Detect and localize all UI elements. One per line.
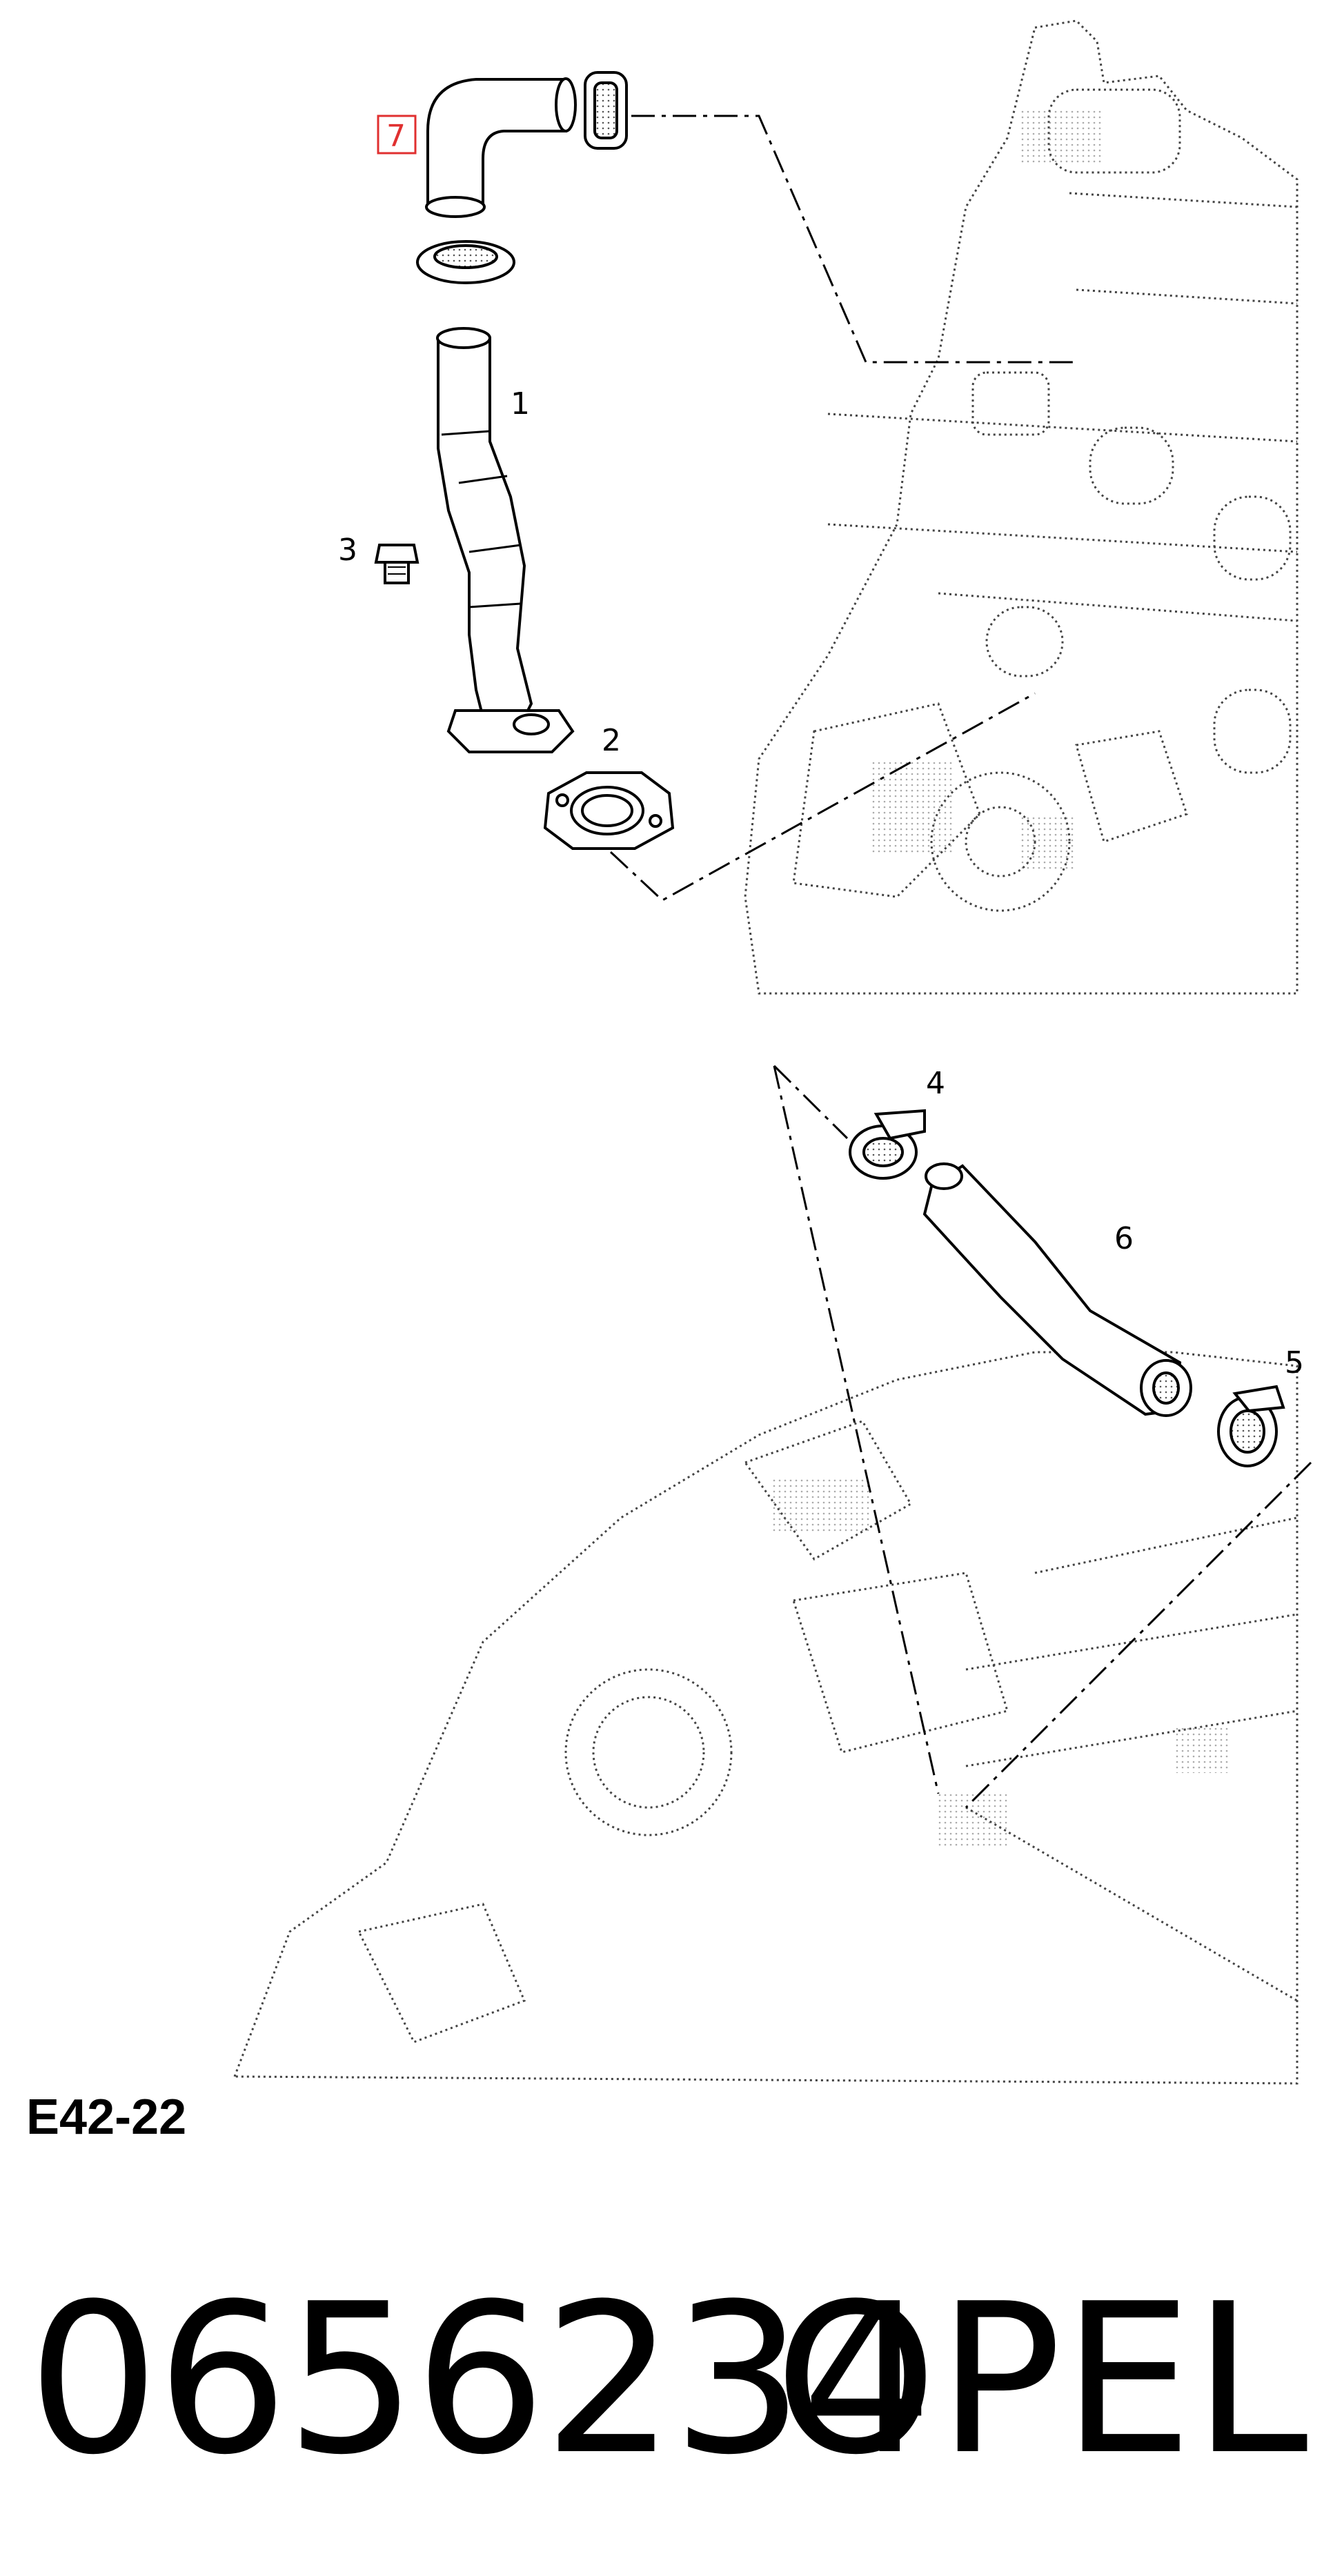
part-1-coolant-pipe: [436, 327, 575, 753]
part-5-hose-clamp: [1217, 1385, 1285, 1467]
part-7-seal-ring: [584, 71, 628, 150]
part-3-bolt: [374, 544, 419, 584]
callout-3[interactable]: 3: [338, 533, 357, 568]
engine-intake-bottom-shading: [773, 1476, 1228, 1849]
section-code: E42-22: [26, 2090, 187, 2145]
part-6-rubber-hose: [922, 1162, 1192, 1417]
part-4-hose-clamp: [849, 1109, 926, 1180]
callout-5[interactable]: 5: [1285, 1345, 1304, 1380]
callout-2[interactable]: 2: [602, 723, 621, 758]
leader-lines-top: [609, 115, 1076, 902]
engine-block-top-shading: [869, 110, 1104, 869]
part-clamp-top: [416, 240, 515, 284]
callout-7-highlight-box: [377, 115, 417, 155]
part-7-elbow-hose: [425, 77, 577, 218]
part-2-gasket: [543, 771, 675, 850]
brand-name: OPEL: [774, 2259, 1308, 2500]
part-number: 0656234: [28, 2259, 933, 2500]
callout-1[interactable]: 1: [511, 386, 530, 422]
callout-4[interactable]: 4: [926, 1066, 945, 1101]
engine-intake-bottom: [233, 1351, 1299, 2085]
engine-block-top: [744, 19, 1299, 995]
callout-7[interactable]: 7: [386, 119, 406, 154]
callout-6[interactable]: 6: [1114, 1221, 1134, 1256]
exploded-parts-diagram: 7 1 3 2 4 6 5: [233, 19, 1312, 2085]
leader-lines-bottom: [773, 1064, 1312, 1809]
